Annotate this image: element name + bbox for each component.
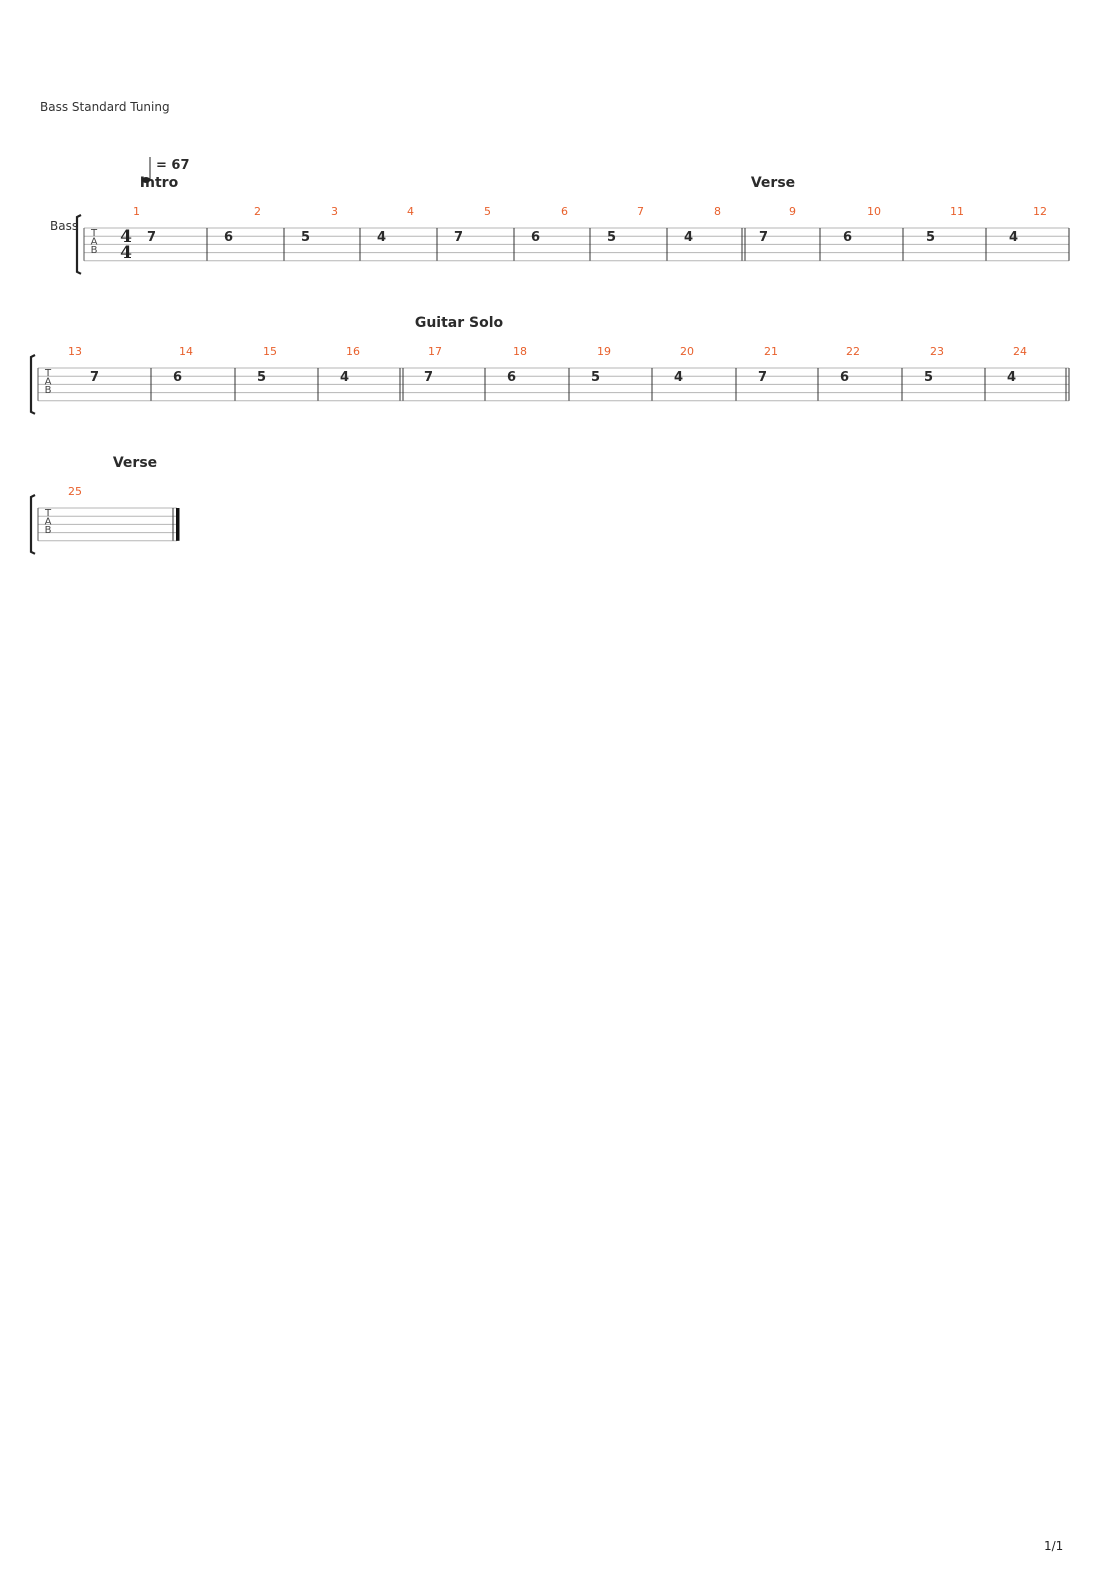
tab-fret-number: 6 (843, 230, 852, 245)
measure-number: 10 (867, 205, 881, 218)
tab-fret-number: 7 (759, 230, 768, 245)
tab-clef-letter: A (91, 237, 98, 248)
measure-number: 25 (68, 485, 82, 498)
tab-fret-number: 5 (591, 370, 600, 385)
measure-number: 9 (789, 205, 796, 218)
tab-clef-letter: T (44, 368, 52, 379)
measure-number: 13 (68, 345, 82, 358)
tab-fret-number: 7 (454, 230, 463, 245)
measure-number: 18 (513, 345, 527, 358)
tab-fret-number: 5 (924, 370, 933, 385)
tab-clef-letter: B (45, 525, 52, 536)
tab-clef-letter: T (90, 228, 98, 239)
tab-clef-letter: B (45, 385, 52, 396)
section-label: Verse (113, 455, 157, 471)
measure-number: 7 (637, 205, 644, 218)
tab-fret-number: 6 (173, 370, 182, 385)
measure-number: 15 (263, 345, 277, 358)
measure-number: 11 (950, 205, 964, 218)
tab-fret-number: 6 (840, 370, 849, 385)
tab-fret-number: 4 (684, 230, 693, 245)
tab-fret-number: 4 (674, 370, 683, 385)
tab-fret-number: 7 (90, 370, 99, 385)
tab-fret-number: 4 (377, 230, 386, 245)
page-number: 1/1 (1044, 1539, 1064, 1553)
tab-fret-number: 6 (507, 370, 516, 385)
measure-number: 23 (930, 345, 944, 358)
final-barline-thick (176, 508, 180, 541)
measure-number: 1 (133, 205, 140, 218)
tab-fret-number: 5 (257, 370, 266, 385)
measure-number: 3 (331, 205, 338, 218)
tab-fret-number: 7 (147, 230, 156, 245)
measure-number: 22 (846, 345, 860, 358)
tempo-mark: = 67 (156, 158, 190, 173)
measure-number: 20 (680, 345, 694, 358)
tab-fret-number: 4 (1009, 230, 1018, 245)
measure-number: 2 (254, 205, 261, 218)
measure-number: 6 (561, 205, 568, 218)
system-bracket (29, 354, 36, 415)
measure-number: 19 (597, 345, 611, 358)
tab-fret-number: 6 (531, 230, 540, 245)
tab-fret-number: 7 (758, 370, 767, 385)
measure-number: 8 (714, 205, 721, 218)
measure-number: 24 (1013, 345, 1027, 358)
tab-fret-number: 4 (1007, 370, 1016, 385)
measure-number: 21 (764, 345, 778, 358)
tab-fret-number: 5 (926, 230, 935, 245)
tab-fret-number: 4 (340, 370, 349, 385)
tuning-label: Bass Standard Tuning (40, 100, 170, 114)
measure-number: 17 (428, 345, 442, 358)
measure-number: 12 (1033, 205, 1047, 218)
measure-number: 5 (484, 205, 491, 218)
system-bracket (75, 214, 82, 275)
measure-number: 16 (346, 345, 360, 358)
time-signature-numerator: 4 (120, 227, 132, 247)
tab-clef-letter: B (91, 245, 98, 256)
measure-number: 4 (407, 205, 414, 218)
tab-clef-letter: A (45, 517, 52, 528)
tab-clef-letter: A (45, 377, 52, 388)
tempo-note-head (141, 177, 151, 183)
section-label: Guitar Solo (415, 315, 504, 331)
tab-fret-number: 5 (301, 230, 310, 245)
tab-fret-number: 6 (224, 230, 233, 245)
tab-fret-number: 7 (424, 370, 433, 385)
measure-number: 14 (179, 345, 193, 358)
section-label: Verse (751, 175, 795, 191)
tab-fret-number: 5 (607, 230, 616, 245)
time-signature-denominator: 4 (120, 243, 132, 263)
track-label: Bass (50, 219, 78, 233)
system-bracket (29, 494, 36, 555)
tab-clef-letter: T (44, 508, 52, 519)
